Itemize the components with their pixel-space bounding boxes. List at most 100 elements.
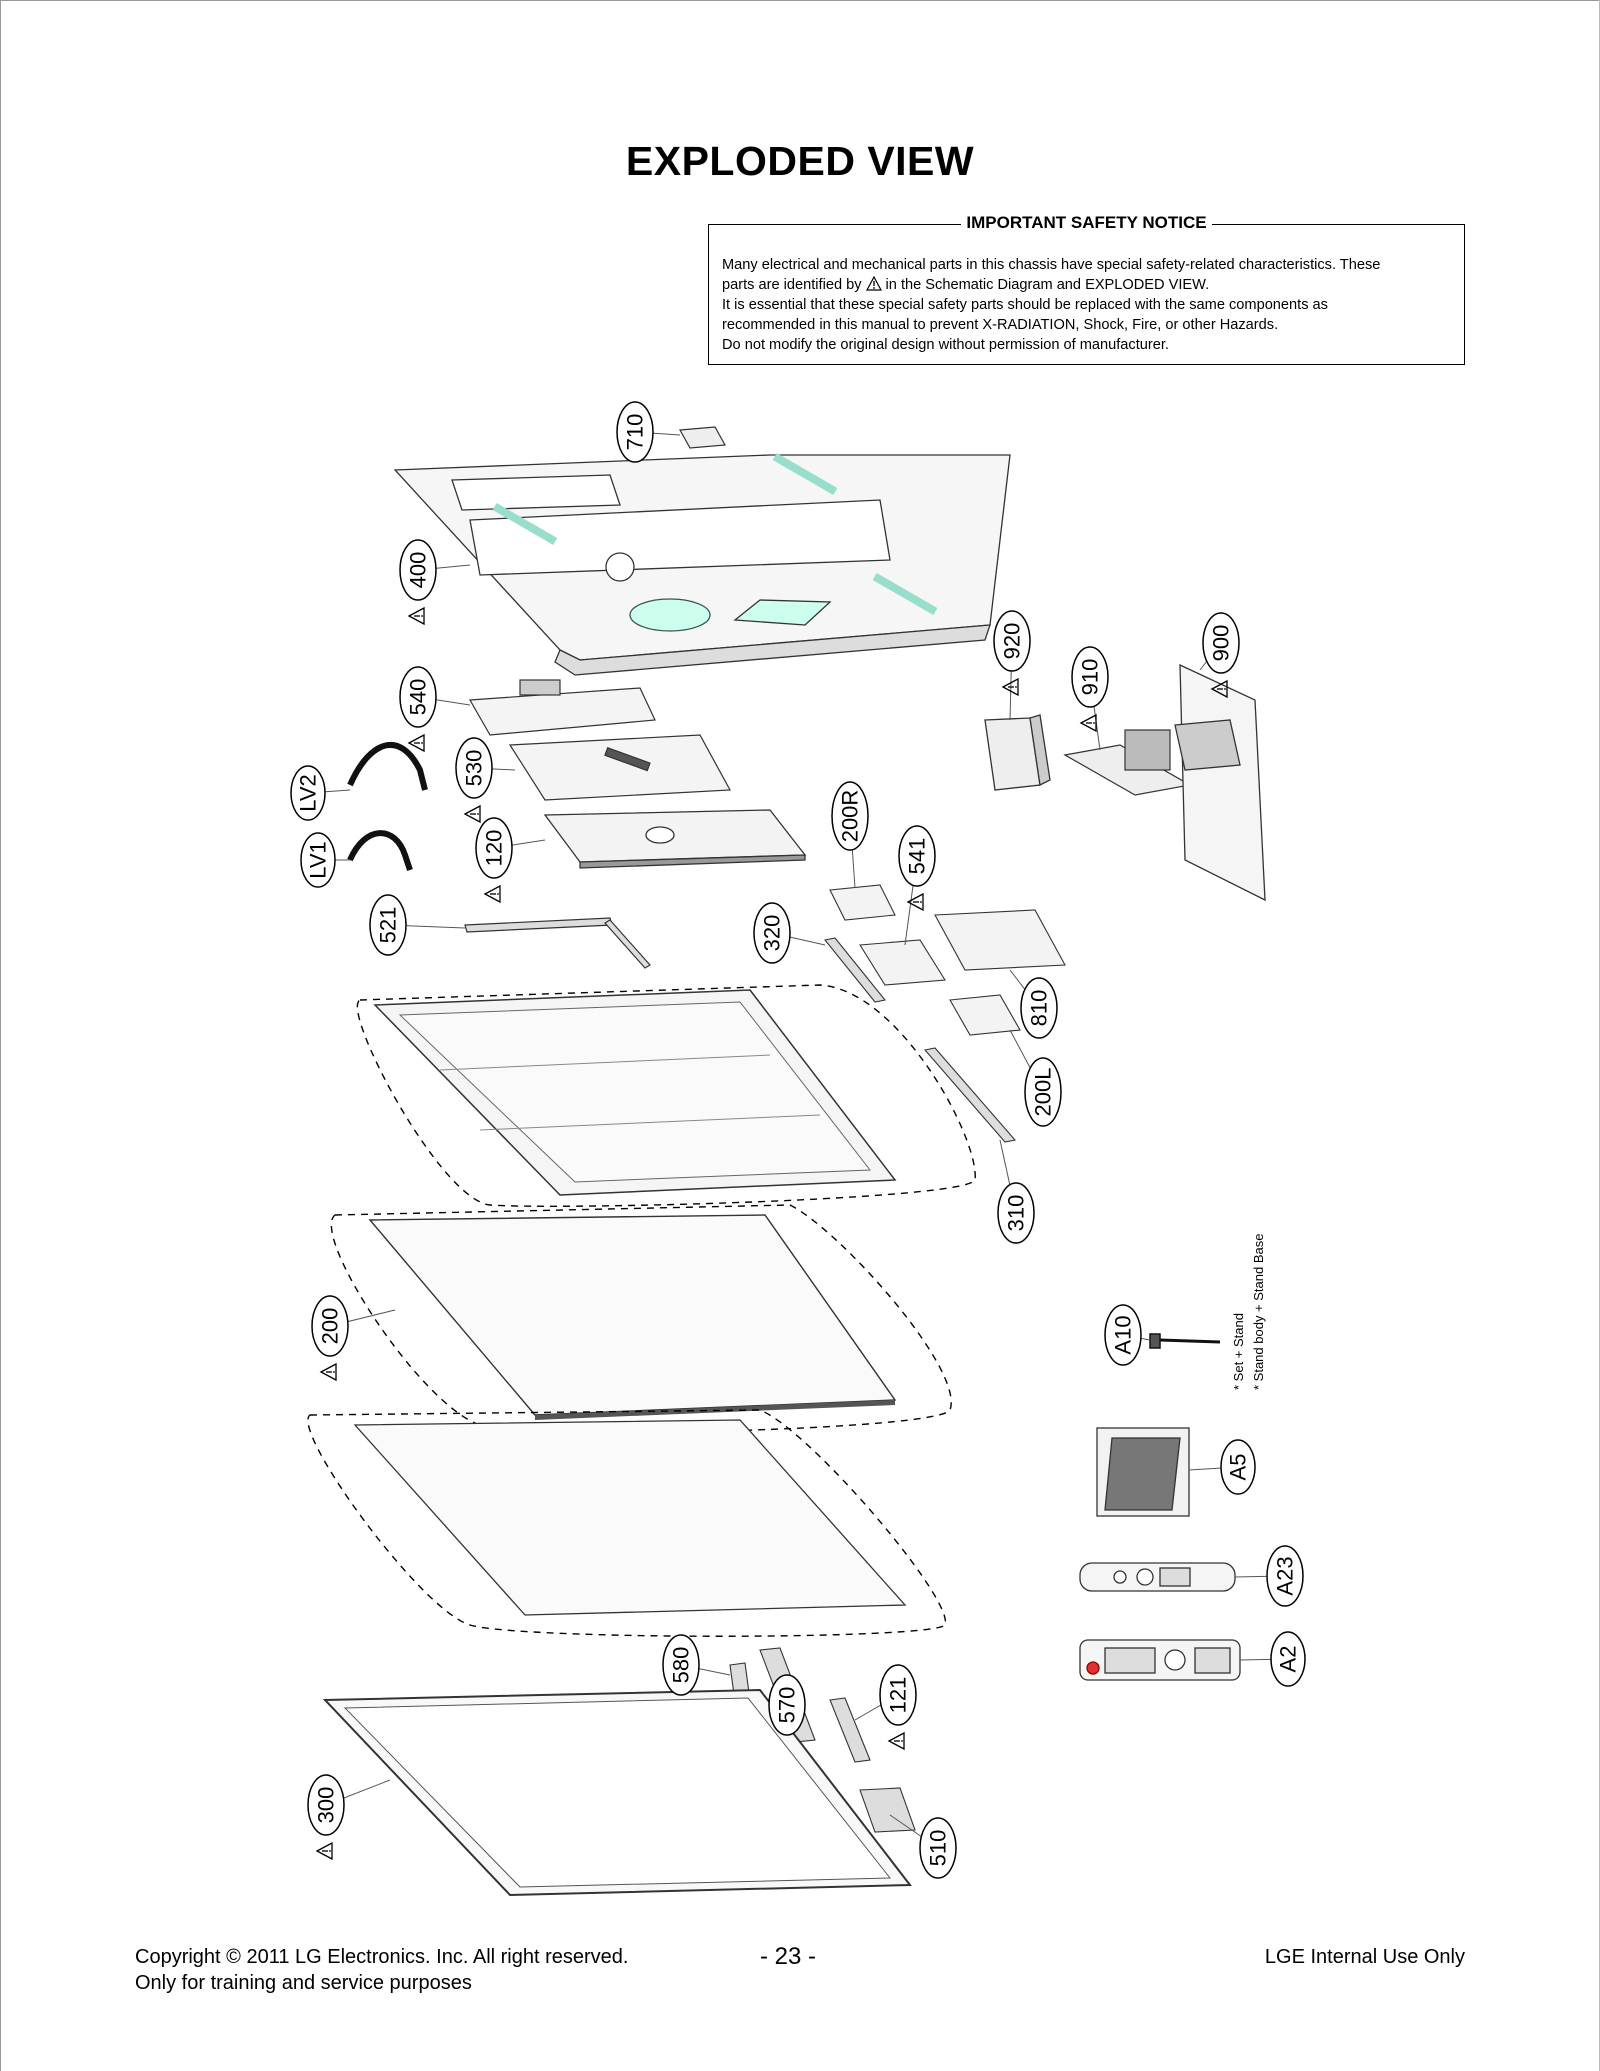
part-label-text: 530 — [462, 750, 487, 787]
part-label-text: 120 — [482, 830, 507, 867]
part-label-text: 521 — [376, 907, 401, 944]
part-label-text: 570 — [775, 1687, 800, 1724]
backlight-chassis-group — [356, 984, 976, 1207]
part-label-121: 121 — [854, 1664, 917, 1750]
part-label-text: 580 — [669, 1647, 694, 1684]
part-200r-board — [829, 884, 896, 921]
part-label-120: 120 — [475, 817, 546, 903]
part-541-board — [859, 939, 946, 986]
part-900-stand-base — [1174, 663, 1266, 902]
part-121-bracket — [829, 1697, 871, 1763]
part-label-text: 200 — [318, 1308, 343, 1345]
part-120-frame — [543, 809, 807, 869]
part-label-text: 510 — [926, 1830, 951, 1867]
part-label-text: 540 — [406, 679, 431, 716]
notice-line: recommended in this manual to prevent X-… — [722, 317, 1279, 333]
part-label-text: 200R — [838, 790, 863, 843]
part-label-text: 810 — [1027, 990, 1052, 1027]
diffuser-sheet-group — [330, 1204, 952, 1433]
part-label-text: 400 — [406, 552, 431, 589]
page-border — [0, 0, 1600, 1]
part-label-text: A5 — [1226, 1454, 1251, 1481]
part-910-stand-body — [1063, 729, 1192, 796]
part-label-521: 521 — [369, 894, 466, 956]
part-label-570: 570 — [768, 1674, 806, 1736]
part-label-810: 810 — [1009, 969, 1058, 1039]
part-label-920: 920 — [993, 610, 1031, 721]
part-200l-board — [949, 994, 1021, 1036]
notice-line: Do not modify the original design withou… — [722, 337, 1169, 353]
part-label-a10: A10 — [1104, 1304, 1151, 1366]
warning-triangle-icon — [464, 805, 481, 823]
part-label-541: 541 — [898, 825, 936, 946]
warning-triangle-icon — [865, 276, 882, 291]
part-a10-screw — [1149, 1333, 1221, 1349]
part-lv2-cable — [347, 741, 428, 791]
part-label-530: 530 — [455, 737, 516, 823]
warning-triangle-icon — [888, 1732, 905, 1750]
part-label-text: 310 — [1004, 1195, 1029, 1232]
part-label-200: 200 — [311, 1295, 396, 1381]
part-label-text: 200L — [1031, 1068, 1056, 1117]
part-label-200l: 200L — [1009, 1029, 1062, 1127]
safety-notice-body: Many electrical and mechanical parts in … — [722, 255, 1451, 355]
part-label-text: 541 — [905, 838, 930, 875]
notice-line: Many electrical and mechanical parts in … — [722, 257, 1381, 273]
part-label-200r: 200R — [831, 781, 869, 889]
warning-triangle-icon — [316, 1842, 333, 1860]
part-530-power-board — [508, 734, 731, 801]
part-label-310: 310 — [997, 1139, 1035, 1244]
part-540-main-board — [469, 679, 656, 736]
part-300-front-bezel — [322, 1688, 912, 1897]
part-label-320: 320 — [753, 902, 826, 964]
part-lv1-cable — [347, 830, 413, 871]
part-label-text: A10 — [1111, 1315, 1136, 1354]
part-label-300: 300 — [307, 1774, 391, 1860]
part-label-580: 580 — [662, 1634, 731, 1696]
notice-line: It is essential that these special safet… — [722, 297, 1328, 313]
warning-triangle-icon — [320, 1363, 337, 1381]
part-label-text: 920 — [1000, 623, 1025, 660]
stand-note-text: * Set + Stand — [1231, 1313, 1246, 1390]
warning-triangle-icon — [408, 607, 425, 625]
part-label-540: 540 — [399, 666, 471, 752]
part-label-a2: A2 — [1239, 1631, 1306, 1687]
safety-notice-title: IMPORTANT SAFETY NOTICE — [961, 213, 1212, 232]
safety-notice-box: IMPORTANT SAFETY NOTICE Many electrical … — [708, 213, 1465, 365]
part-label-a23: A23 — [1234, 1545, 1304, 1607]
part-a23-remote — [1079, 1562, 1236, 1592]
lcd-panel-group — [307, 1409, 946, 1637]
part-label-text: A2 — [1276, 1646, 1301, 1673]
warning-triangle-icon — [1080, 714, 1097, 732]
part-label-710: 710 — [616, 401, 681, 463]
part-920-speaker — [984, 714, 1051, 791]
part-label-text: 121 — [886, 1677, 911, 1714]
part-label-text: A23 — [1273, 1556, 1298, 1595]
part-310-bracket — [923, 1047, 1017, 1143]
page-number: - 23 - — [760, 1943, 817, 1970]
part-521-bracket — [464, 917, 651, 969]
part-510-bracket — [859, 1787, 916, 1833]
part-label-text: 900 — [1209, 625, 1234, 662]
warning-triangle-icon — [484, 885, 501, 903]
part-320-bracket — [824, 937, 886, 1003]
part-810-bracket — [934, 909, 1066, 971]
part-label-910: 910 — [1071, 646, 1109, 751]
footer-internal-use: LGE Internal Use Only — [1264, 1946, 1465, 1968]
part-label-text: LV2 — [296, 774, 321, 812]
stand-note-text: * Stand body + Stand Base — [1251, 1234, 1266, 1390]
part-label-lv1: LV1 — [300, 832, 350, 888]
footer-copyright: Copyright © 2011 LG Electronics. Inc. Al… — [135, 1946, 629, 1994]
part-label-900: 900 — [1199, 612, 1240, 698]
part-label-text: 710 — [623, 414, 648, 451]
part-label-510: 510 — [889, 1814, 957, 1879]
part-label-text: 300 — [314, 1787, 339, 1824]
part-label-lv2: LV2 — [290, 765, 351, 821]
part-710-bracket — [679, 426, 726, 449]
part-label-text: LV1 — [306, 841, 331, 879]
part-label-a5: A5 — [1188, 1439, 1256, 1495]
part-400-back-cover — [393, 453, 1011, 676]
part-label-text: 320 — [760, 915, 785, 952]
